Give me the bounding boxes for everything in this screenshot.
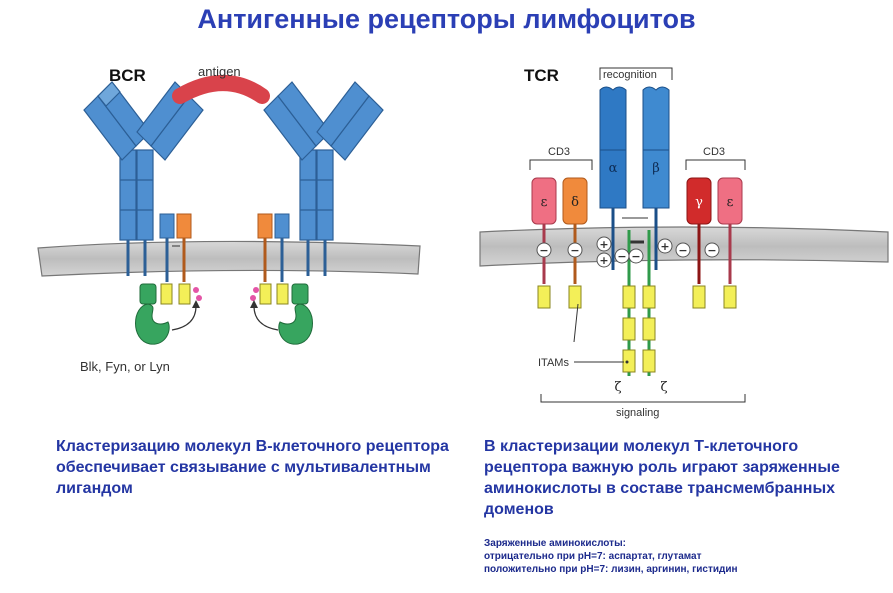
amino-acid-notes: Заряженные аминокислоты: отрицательно пр… (484, 537, 884, 576)
tcr-panel: − − + + − − + − − (479, 67, 889, 403)
membrane-charges: − − + + − − + − − (536, 236, 720, 268)
recognition-label: recognition (603, 69, 657, 81)
tcr-alpha-chain (599, 86, 627, 270)
bcr-panel (37, 75, 421, 345)
signaling-label: signaling (616, 407, 659, 419)
svg-text:+: + (660, 240, 669, 253)
svg-text:−: − (539, 244, 548, 257)
epsilon-right-label: ε (727, 195, 734, 210)
epsilon-left-label: ε (541, 195, 548, 210)
bcr-caption: Кластеризацию молекул В-клеточного рецеп… (56, 438, 449, 497)
cd3-epsilon-right (717, 177, 743, 309)
antigen-shape (172, 75, 270, 104)
svg-text:+: + (599, 238, 608, 251)
svg-text:−: − (678, 244, 687, 257)
zeta-chain-right (642, 230, 656, 376)
cd3-gamma (686, 177, 712, 309)
svg-text:−: − (631, 250, 640, 263)
svg-text:−: − (570, 244, 579, 257)
bcr-label: BCR (109, 66, 146, 85)
tcr-beta-chain (642, 86, 670, 270)
cd3-epsilon-left (531, 177, 557, 309)
itams-label: ITAMs (538, 357, 569, 369)
ig-alpha-beta-right (250, 213, 290, 305)
cd3-right-label: CD3 (703, 146, 725, 158)
zeta-left-label: ζ (614, 380, 621, 395)
bcr-antibody-left (83, 81, 204, 241)
svg-text:−: − (617, 250, 626, 263)
amino-acid-positive: положительно при pH=7: лизин, аргинин, г… (484, 564, 738, 575)
svg-text:+: + (599, 254, 608, 267)
svg-text:−: − (707, 244, 716, 257)
kinase-left (135, 283, 170, 345)
ig-alpha-beta-left (159, 213, 202, 305)
bcr-membrane (37, 240, 421, 277)
delta-label: δ (571, 195, 579, 210)
zeta-right-label: ζ (660, 380, 667, 395)
kinase-label: Blk, Fyn, or Lyn (80, 359, 170, 374)
amino-acid-negative: отрицательно при pH=7: аспартат, глутама… (484, 551, 702, 562)
bcr-antibody-right (263, 81, 384, 241)
alpha-label: α (609, 161, 618, 176)
page-title: Антигенные рецепторы лимфоцитов (197, 4, 696, 34)
beta-label: β (652, 161, 660, 176)
kinase-right (278, 283, 313, 345)
tcr-label: TCR (524, 66, 559, 85)
gamma-label: γ (695, 195, 703, 210)
antigen-label: antigen (198, 64, 241, 79)
amino-acid-heading: Заряженные аминокислоты: (484, 538, 626, 549)
cd3-left-label: CD3 (548, 146, 570, 158)
tcr-caption: В кластеризации молекул Т-клеточного рец… (484, 438, 840, 518)
